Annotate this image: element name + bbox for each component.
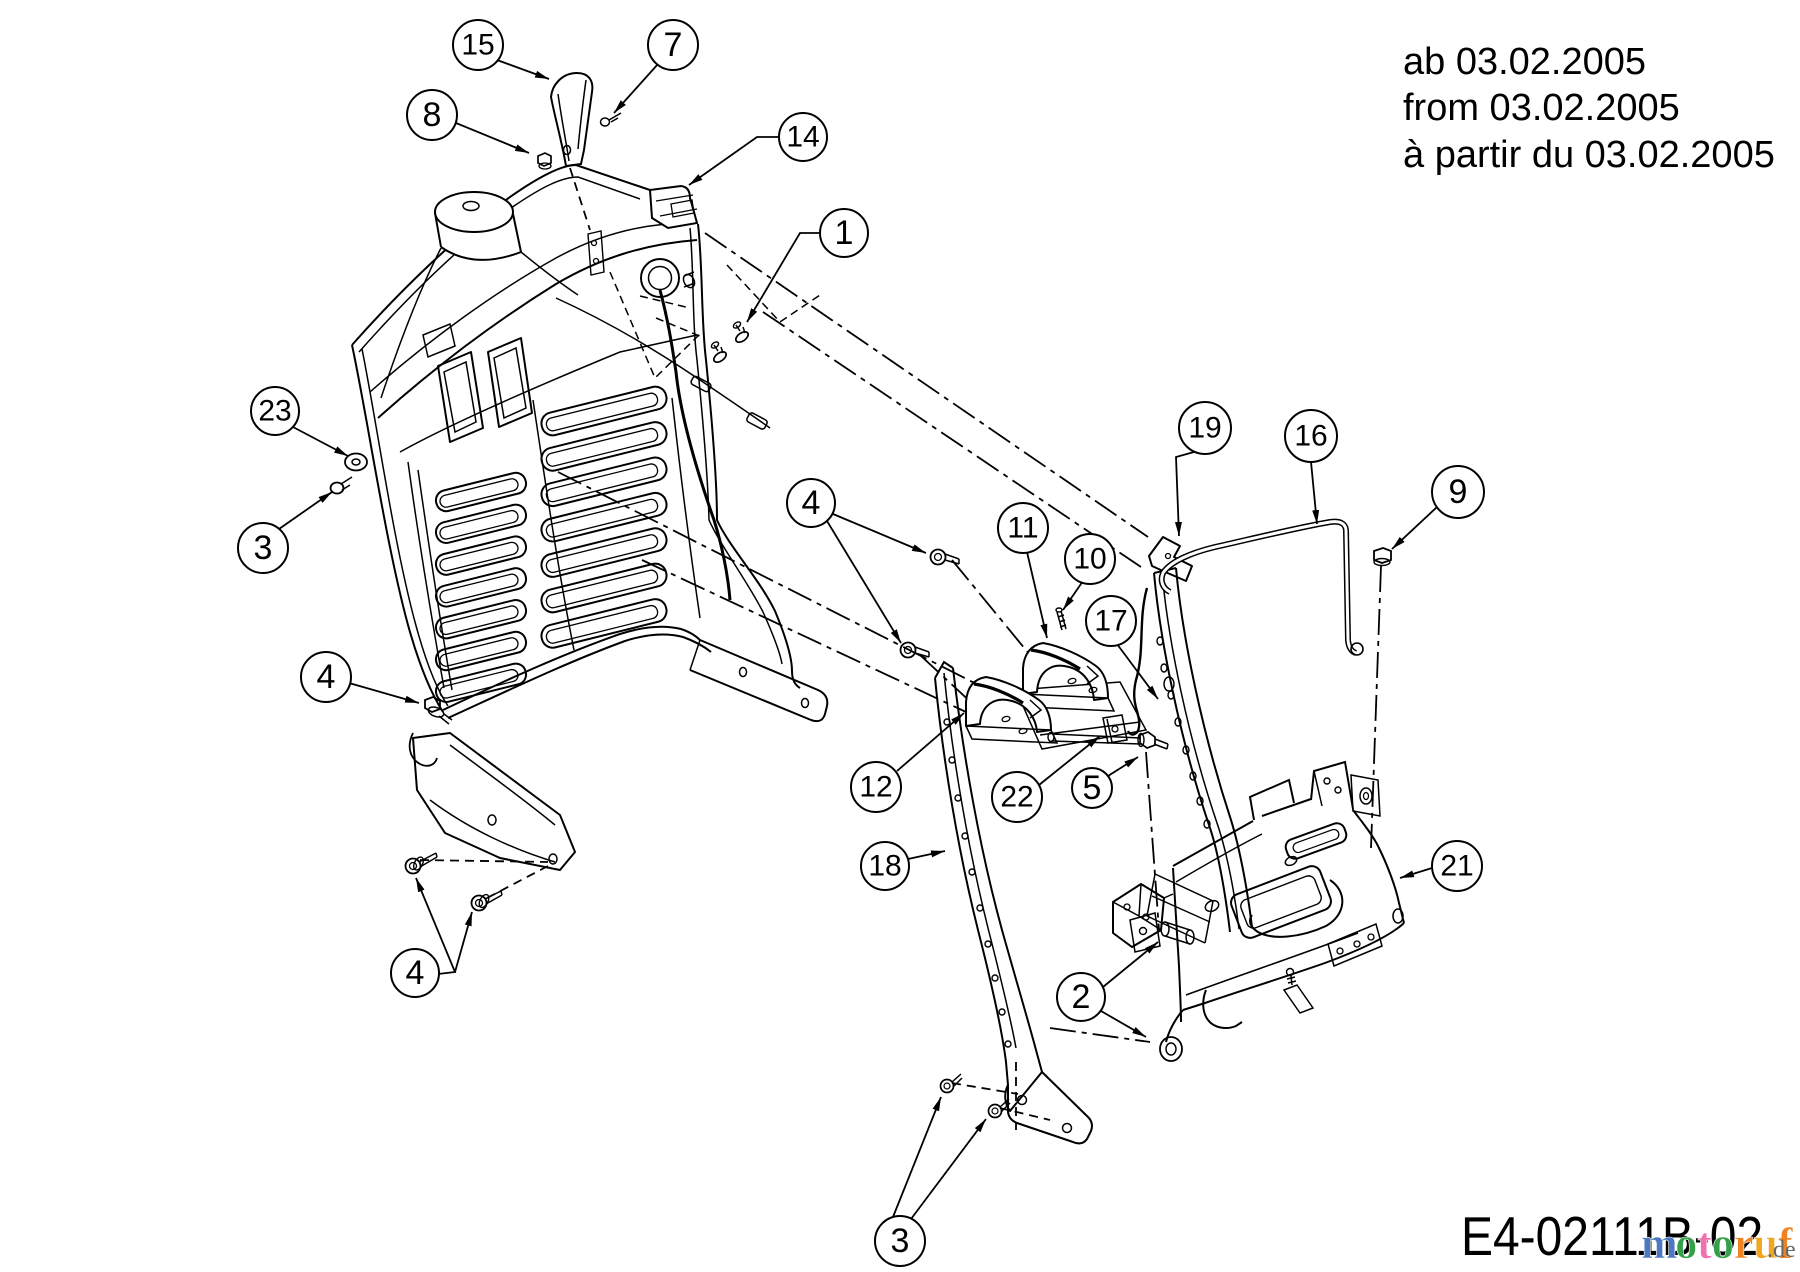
svg-text:23: 23 [258, 395, 291, 428]
svg-text:11: 11 [1007, 512, 1038, 545]
svg-text:19: 19 [1188, 412, 1221, 445]
svg-text:m: m [1641, 1219, 1678, 1268]
svg-text:E4-02111B-02: E4-02111B-02 [1461, 1205, 1763, 1267]
svg-text:o: o [1675, 1219, 1697, 1268]
svg-text:9: 9 [1449, 473, 1468, 511]
svg-text:4: 4 [317, 658, 336, 696]
svg-text:15: 15 [461, 29, 494, 62]
svg-text:3: 3 [254, 529, 273, 567]
svg-text:o: o [1712, 1219, 1734, 1268]
svg-text:r: r [1734, 1219, 1754, 1268]
svg-text:3: 3 [891, 1222, 910, 1260]
svg-text:5: 5 [1083, 769, 1102, 807]
svg-text:1: 1 [835, 214, 854, 252]
svg-text:f: f [1778, 1219, 1794, 1268]
svg-text:à partir du 03.02.2005: à partir du 03.02.2005 [1403, 134, 1775, 176]
svg-text:u: u [1753, 1219, 1777, 1268]
svg-text:14: 14 [786, 121, 819, 154]
svg-text:4: 4 [406, 954, 425, 992]
svg-text:2: 2 [1072, 978, 1091, 1016]
svg-text:10: 10 [1073, 543, 1106, 576]
svg-text:from 03.02.2005: from 03.02.2005 [1403, 87, 1680, 129]
svg-text:t: t [1697, 1219, 1712, 1268]
svg-text:21: 21 [1440, 850, 1473, 883]
svg-text:8: 8 [423, 96, 442, 134]
svg-text:ab 03.02.2005: ab 03.02.2005 [1403, 41, 1646, 83]
svg-text:16: 16 [1294, 420, 1327, 453]
svg-text:7: 7 [664, 26, 683, 64]
svg-text:22: 22 [1000, 781, 1033, 814]
svg-text:12: 12 [859, 771, 892, 804]
svg-text:.de: .de [1767, 1237, 1796, 1263]
svg-text:4: 4 [802, 484, 821, 522]
svg-text:17: 17 [1094, 605, 1127, 638]
svg-text:18: 18 [868, 850, 901, 883]
